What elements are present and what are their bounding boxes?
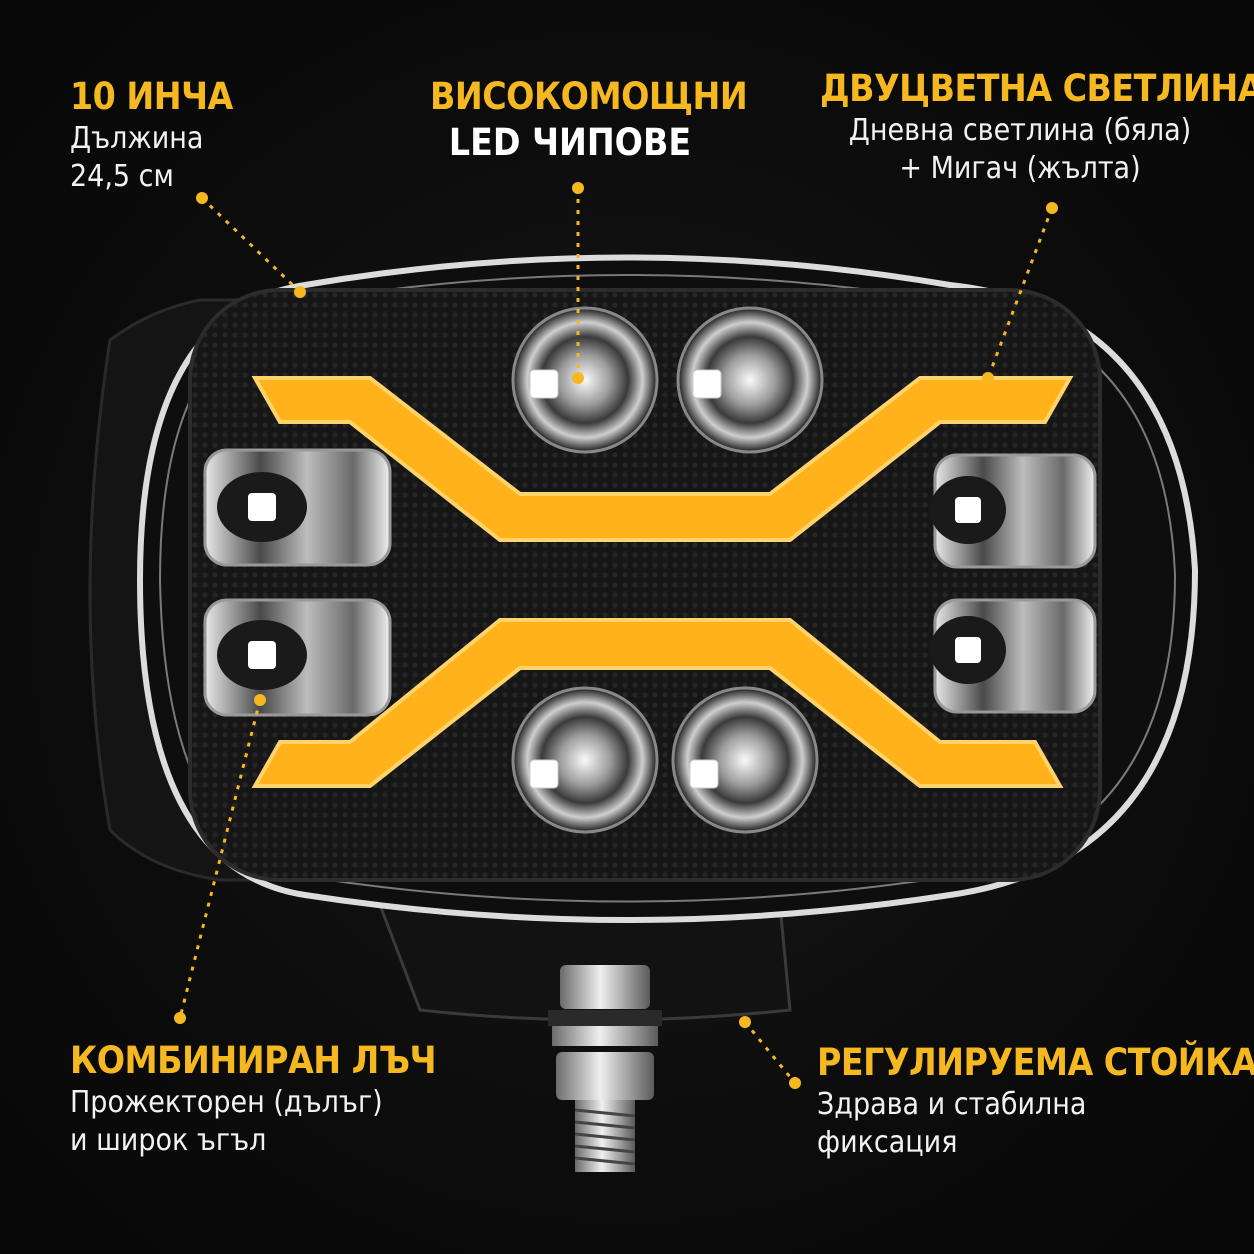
amber-drl-strip-bottom bbox=[251, 618, 1064, 788]
callout-beam-title: КОМБИНИРАН ЛЪЧ bbox=[70, 1039, 436, 1082]
callout-mount-line2: фиксация bbox=[817, 1124, 958, 1160]
callout-dual-line2: + Мигач (жълта) bbox=[899, 150, 1141, 186]
callout-dual-line1: Дневна светлина (бяла) bbox=[848, 113, 1192, 149]
callout-size-line2: 24,5 см bbox=[70, 158, 174, 194]
callout-chips: ВИСОКОМОЩНИ LED ЧИПОВЕ bbox=[430, 74, 748, 167]
callout-dual-title: ДВУЦВЕТНА СВЕТЛИНА bbox=[820, 67, 1254, 110]
callout-mount: РЕГУЛИРУЕМА СТОЙКА Здрава и стабилна фик… bbox=[817, 1040, 1254, 1161]
callout-size-title: 10 ИНЧА bbox=[70, 75, 233, 118]
mounting-bolt-icon bbox=[548, 965, 662, 1172]
callout-mount-title: РЕГУЛИРУЕМА СТОЙКА bbox=[817, 1041, 1254, 1084]
callout-chips-line1: ВИСОКОМОЩНИ bbox=[430, 75, 748, 118]
callout-beam-line1: Прожекторен (дълъг) bbox=[70, 1085, 383, 1121]
callout-size-line1: Дължина bbox=[70, 121, 204, 157]
spot-reflector-icon bbox=[511, 306, 824, 834]
callout-dual-color: ДВУЦВЕТНА СВЕТЛИНА Дневна светлина (бяла… bbox=[820, 66, 1254, 187]
callout-beam: КОМБИНИРАН ЛЪЧ Прожекторен (дълъг) и шир… bbox=[70, 1038, 436, 1159]
callout-size: 10 ИНЧА Дължина 24,5 см bbox=[70, 74, 233, 195]
amber-drl-strip-top bbox=[251, 376, 1074, 542]
callout-chips-line2: LED ЧИПОВЕ bbox=[448, 121, 692, 165]
flood-reflector-icon bbox=[203, 448, 1097, 717]
callout-beam-line2: и широк ъгъл bbox=[70, 1122, 267, 1158]
callout-mount-line1: Здрава и стабилна bbox=[817, 1087, 1087, 1123]
